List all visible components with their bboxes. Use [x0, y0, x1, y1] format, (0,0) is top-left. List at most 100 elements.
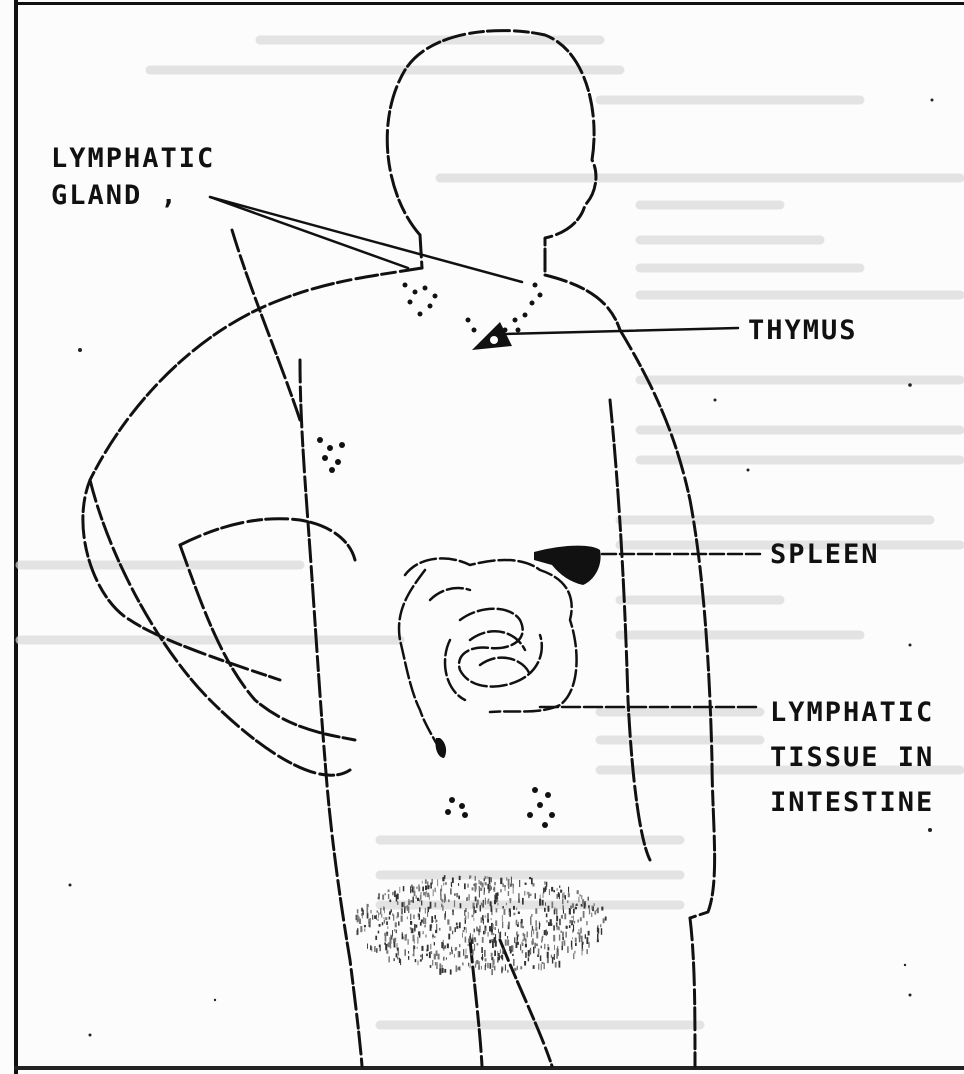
- stipple-mark: [528, 950, 530, 957]
- stipple-mark: [454, 954, 455, 958]
- stipple-mark: [494, 895, 495, 900]
- stipple-mark: [508, 922, 510, 927]
- stipple-mark: [430, 902, 432, 909]
- stipple-mark: [558, 949, 559, 952]
- torso-right: [620, 330, 715, 918]
- stipple-mark: [420, 922, 422, 926]
- stipple-mark: [421, 920, 423, 923]
- stipple-mark: [567, 946, 569, 953]
- stipple-mark: [497, 951, 498, 957]
- stipple-mark: [452, 910, 453, 915]
- stipple-mark: [399, 887, 400, 893]
- stipple-mark: [541, 946, 542, 949]
- stipple-mark: [435, 930, 437, 933]
- stipple-mark: [484, 928, 486, 933]
- stipple-mark: [459, 944, 460, 947]
- stipple-mark: [500, 956, 501, 958]
- stipple-mark: [495, 941, 497, 947]
- stipple-mark: [426, 891, 427, 894]
- stipple-mark: [392, 892, 393, 895]
- stipple-mark: [472, 934, 473, 939]
- stipple-mark: [456, 926, 458, 929]
- stipple-mark: [586, 937, 588, 944]
- stipple-mark: [513, 959, 514, 966]
- stipple-mark: [485, 876, 487, 879]
- stipple-mark: [524, 891, 525, 896]
- label-thymus: THYMUS: [748, 312, 858, 349]
- stipple-mark: [474, 939, 476, 942]
- thymus-organ: [472, 322, 512, 350]
- stipple-mark: [596, 909, 597, 911]
- stipple-mark: [410, 921, 412, 925]
- stipple-mark: [432, 920, 433, 922]
- stipple-mark: [518, 912, 520, 915]
- stipple-mark: [542, 900, 544, 906]
- stipple-mark: [531, 931, 532, 938]
- stipple-mark: [417, 937, 418, 944]
- stipple-mark: [401, 908, 403, 914]
- inner-arm-line: [610, 400, 650, 860]
- stipple-mark: [522, 950, 523, 953]
- stipple-mark: [502, 968, 503, 972]
- stipple-mark: [547, 931, 548, 934]
- stipple-mark: [408, 951, 409, 954]
- stipple-mark: [381, 914, 382, 918]
- stipple-mark: [492, 924, 493, 929]
- stipple-mark: [433, 889, 434, 896]
- stipple-mark: [435, 962, 436, 965]
- stipple-mark: [489, 926, 491, 931]
- stipple-mark: [573, 909, 575, 914]
- stipple-mark: [557, 924, 558, 930]
- stipple-mark: [422, 881, 423, 884]
- stipple-mark: [493, 888, 494, 890]
- stipple-mark: [513, 887, 514, 894]
- stipple-mark: [392, 930, 393, 937]
- stipple-mark: [548, 947, 550, 951]
- stipple-mark: [391, 909, 392, 912]
- stipple-mark: [562, 937, 564, 940]
- stipple-mark: [516, 908, 517, 911]
- stipple-mark: [507, 936, 508, 939]
- stipple-mark: [466, 898, 467, 901]
- stipple-mark: [556, 952, 558, 959]
- stipple-mark: [565, 895, 566, 900]
- stipple-mark: [382, 922, 383, 925]
- stipple-mark: [465, 955, 466, 959]
- stipple-mark: [425, 908, 426, 914]
- stipple-mark: [556, 916, 558, 921]
- stipple-mark: [557, 888, 558, 891]
- stipple-mark: [494, 950, 496, 956]
- stipple-mark: [450, 969, 452, 974]
- stipple-mark: [498, 929, 499, 933]
- stipple-mark: [370, 945, 371, 950]
- stipple-mark: [425, 879, 427, 884]
- stipple-mark: [475, 876, 476, 881]
- stipple-mark: [407, 905, 409, 911]
- stipple-mark: [560, 890, 562, 893]
- stipple-mark: [580, 894, 581, 896]
- stipple-mark: [425, 935, 426, 938]
- stipple-mark: [480, 905, 481, 911]
- stipple-mark: [490, 901, 492, 906]
- stipple-mark: [514, 968, 516, 971]
- stipple-mark: [451, 947, 452, 952]
- stipple-mark: [536, 920, 537, 926]
- stipple-mark: [451, 882, 452, 886]
- stipple-mark: [455, 947, 457, 951]
- stipple-mark: [468, 963, 469, 967]
- stipple-mark: [572, 903, 574, 908]
- stipple-mark: [385, 893, 386, 895]
- stipple-mark: [475, 910, 477, 913]
- stipple-mark: [444, 969, 446, 973]
- stipple-mark: [397, 894, 398, 898]
- stipple-mark: [510, 898, 511, 903]
- stipple-mark: [578, 897, 579, 902]
- stipple-mark: [358, 917, 360, 922]
- stipple-mark: [504, 909, 506, 915]
- stipple-mark: [527, 932, 528, 938]
- stipple-mark: [491, 877, 492, 882]
- stipple-mark: [520, 966, 522, 969]
- stipple-mark: [489, 877, 491, 884]
- stipple-mark: [539, 923, 540, 927]
- stipple-mark: [518, 922, 519, 925]
